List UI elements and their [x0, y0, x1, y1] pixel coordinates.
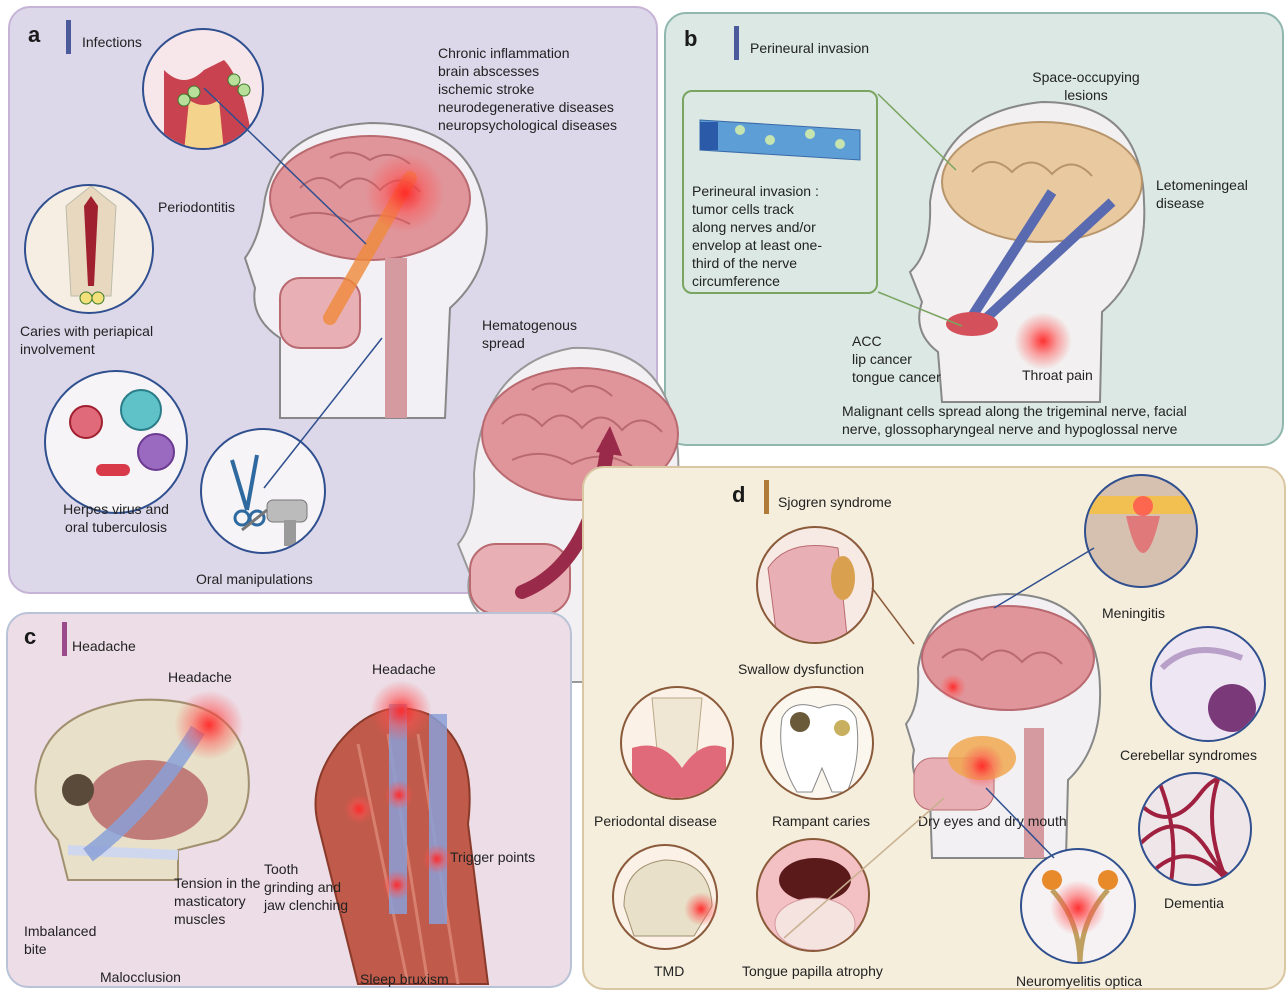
- headache-glow-left: [174, 690, 244, 760]
- panel-title: Headache: [72, 638, 136, 654]
- grinding-line: jaw clenching: [264, 896, 348, 914]
- tension-label: Tension in the masticatory muscles: [174, 874, 260, 928]
- imbalanced-line: bite: [24, 940, 96, 958]
- malocclusion-label: Malocclusion: [100, 968, 181, 986]
- headache-label-right: Headache: [372, 660, 436, 678]
- connector-lines: [584, 468, 1288, 992]
- headache-label-left: Headache: [168, 668, 232, 686]
- panel-d-sjogren: d Sjogren syndrome Swallow dysfunction P…: [582, 466, 1286, 990]
- tension-line: Tension in the: [174, 874, 260, 892]
- trigger-point-glow: [382, 870, 412, 900]
- panel-b-perineural: b Perineural invasion Perineural invasio…: [664, 12, 1284, 446]
- tension-line: muscles: [174, 910, 260, 928]
- panel-letter: c: [24, 624, 36, 650]
- panel-c-headache: c Headache Headache Headache Tension in …: [6, 612, 572, 988]
- imbalanced-line: Imbalanced: [24, 922, 96, 940]
- headache-glow-right: [370, 680, 432, 742]
- imbalanced-label: Imbalanced bite: [24, 922, 96, 958]
- tension-line: masticatory: [174, 892, 260, 910]
- grinding-line: Tooth: [264, 860, 348, 878]
- title-bar: [62, 622, 67, 656]
- trigger-point-glow: [422, 844, 452, 874]
- grinding-line: grinding and: [264, 878, 348, 896]
- grinding-label: Tooth grinding and jaw clenching: [264, 860, 348, 914]
- sleep-bruxism-label: Sleep bruxism: [360, 970, 449, 988]
- trigger-point-glow: [384, 780, 414, 810]
- trigger-point-glow: [344, 794, 374, 824]
- trigger-points-label: Trigger points: [450, 848, 535, 866]
- connector-lines: [666, 14, 1286, 448]
